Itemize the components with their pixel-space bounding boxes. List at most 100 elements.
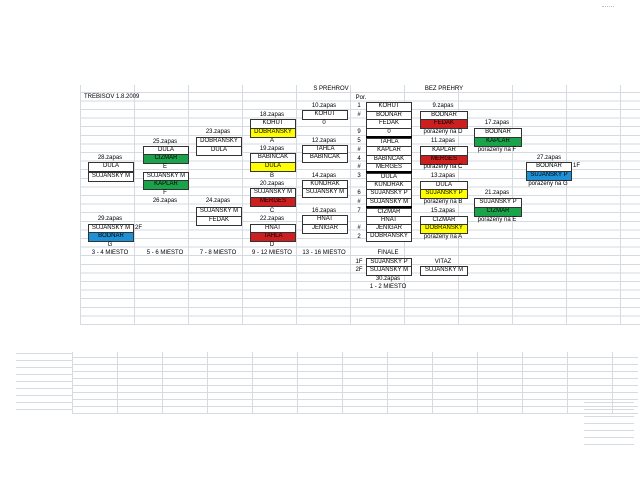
player-cell: FEDAK <box>196 216 242 226</box>
player-cell: KOHUT <box>302 110 348 120</box>
match-label: 16.zapas <box>311 208 337 214</box>
player-cell: JENIGAR <box>302 224 348 234</box>
por-cell: 5 <box>357 138 361 144</box>
por-cell: # <box>357 225 361 231</box>
player-cell-red: FEDAK <box>420 119 468 129</box>
player-cell: DULA <box>196 146 242 156</box>
player-cell-blue: BODNAR <box>88 232 134 242</box>
por-cell: 4 <box>357 156 361 162</box>
por-cell: 7 <box>357 208 361 214</box>
match-label: 19.zapas <box>259 146 285 152</box>
match-label: 15.zapas <box>430 208 456 214</box>
player-cell: 0 <box>322 120 326 126</box>
finish-mark: 2F <box>135 225 143 231</box>
branch-letter: E <box>162 164 167 170</box>
loser-note: porazeny na G <box>528 181 568 187</box>
player-cell-red: MERGES <box>420 155 468 165</box>
loser-note: porazeny na E <box>477 217 517 223</box>
match-label: 30.zapas <box>375 276 401 282</box>
place-label: 3 - 4 MIESTO <box>91 250 129 256</box>
match-label: 22.zapas <box>259 216 285 222</box>
por-cell: 9 <box>357 129 361 135</box>
match-label: 28.zapas <box>97 155 123 161</box>
corner-marker <box>602 6 614 11</box>
player-cell: SUJANSKY M <box>366 266 412 276</box>
finish-mark: 2F <box>355 267 363 273</box>
cell-grid-lower <box>72 352 638 414</box>
cell-grid-left <box>16 352 72 410</box>
player-cell: DULA <box>88 162 134 172</box>
divider-bar <box>366 206 412 208</box>
match-label: 17.zapas <box>484 120 510 126</box>
player-cell-red: TAHLA <box>250 232 296 242</box>
player-cell-yellow: DOBRANSKY <box>420 224 468 234</box>
por-cell: 6 <box>357 190 361 196</box>
place-label: 1 - 2 MIESTO <box>369 284 407 290</box>
match-label: 12.zapas <box>311 138 337 144</box>
player-cell-blue: SUJANSKY P <box>526 171 572 181</box>
por-cell: 2 <box>357 234 361 240</box>
finish-mark: 1F <box>355 259 363 265</box>
match-label: 9.zapas <box>432 103 454 109</box>
match-label: 23.zapas <box>205 129 231 135</box>
header-s-prehrov: S PREHROV <box>313 86 349 92</box>
loser-note: porazeny na D <box>423 129 463 135</box>
player-cell: SUJANSKY M <box>302 188 348 198</box>
player-cell-yellow: DOBRANSKY <box>250 128 296 138</box>
player-cell: BABINCAK <box>302 153 348 163</box>
loser-note: porazeny na A <box>423 234 463 240</box>
player-cell-green: CIZMAR <box>143 154 189 164</box>
divider-bar <box>366 136 412 138</box>
match-label: 11.zapas <box>431 138 455 144</box>
match-label: 25.zapas <box>152 139 178 145</box>
player-cell-green: KAPLAR <box>143 180 189 190</box>
player-cell-red: MERGES <box>250 197 296 207</box>
finish-mark: 1F <box>573 163 581 169</box>
match-label: 27.zapas <box>536 155 562 161</box>
por-cell: 3 <box>357 173 361 179</box>
player-cell-yellow: SUJANSKY P <box>420 189 468 199</box>
match-label: 13.zapas <box>430 173 456 179</box>
loser-note: porazeny na F <box>477 147 517 153</box>
loser-note: porazeny na C <box>423 164 463 170</box>
finale-label: FINALE <box>377 250 399 256</box>
cell-grid <box>80 85 640 325</box>
place-label: 9 - 12 MIESTO <box>252 250 292 256</box>
por-cell: # <box>357 164 361 170</box>
winner-cell: SUJANSKY M <box>420 266 468 276</box>
por-cell: # <box>357 199 361 205</box>
player-cell: DOBRANSKY <box>366 232 412 242</box>
match-label: 14.zapas <box>311 173 337 179</box>
place-label: 5 - 6 MIESTO <box>146 250 184 256</box>
match-label: 10.zapas <box>311 103 337 109</box>
sheet-title: TREBISOV 1.8.2009 <box>84 94 140 100</box>
branch-letter: C <box>269 208 275 214</box>
branch-letter: B <box>269 173 274 179</box>
match-label: 26.zapas <box>152 198 178 204</box>
match-label: 24.zapas <box>205 198 231 204</box>
place-label: 13 - 16 MIESTO <box>302 250 346 256</box>
cell-grid-right <box>584 400 634 445</box>
branch-letter: F <box>163 190 167 196</box>
player-cell-green: CIZMAR <box>474 207 522 217</box>
header-por: Por. <box>355 95 367 101</box>
winner-label: VITAZ <box>434 259 452 265</box>
loser-note: porazeny na B <box>423 199 463 205</box>
por-cell: # <box>357 147 361 153</box>
match-label: 18.zapas <box>259 112 285 118</box>
match-label: 29.zapas <box>97 216 123 222</box>
por-cell: # <box>357 112 361 118</box>
player-cell: SUJANSKY M <box>88 172 134 182</box>
match-label: 21.zapas <box>484 190 510 196</box>
divider-bar <box>366 171 412 173</box>
match-label: 20.zapas <box>259 181 285 187</box>
place-label: 7 - 8 MIESTO <box>199 250 237 256</box>
branch-letter: A <box>269 138 274 144</box>
player-cell-green: KAPLAR <box>474 137 522 147</box>
por-cell: 1 <box>357 103 361 109</box>
player-cell-yellow: DULA <box>250 162 296 172</box>
branch-letter: D <box>269 242 275 248</box>
branch-letter: G <box>107 242 113 248</box>
header-bez-prehry: BEZ PREHRY <box>424 86 464 92</box>
